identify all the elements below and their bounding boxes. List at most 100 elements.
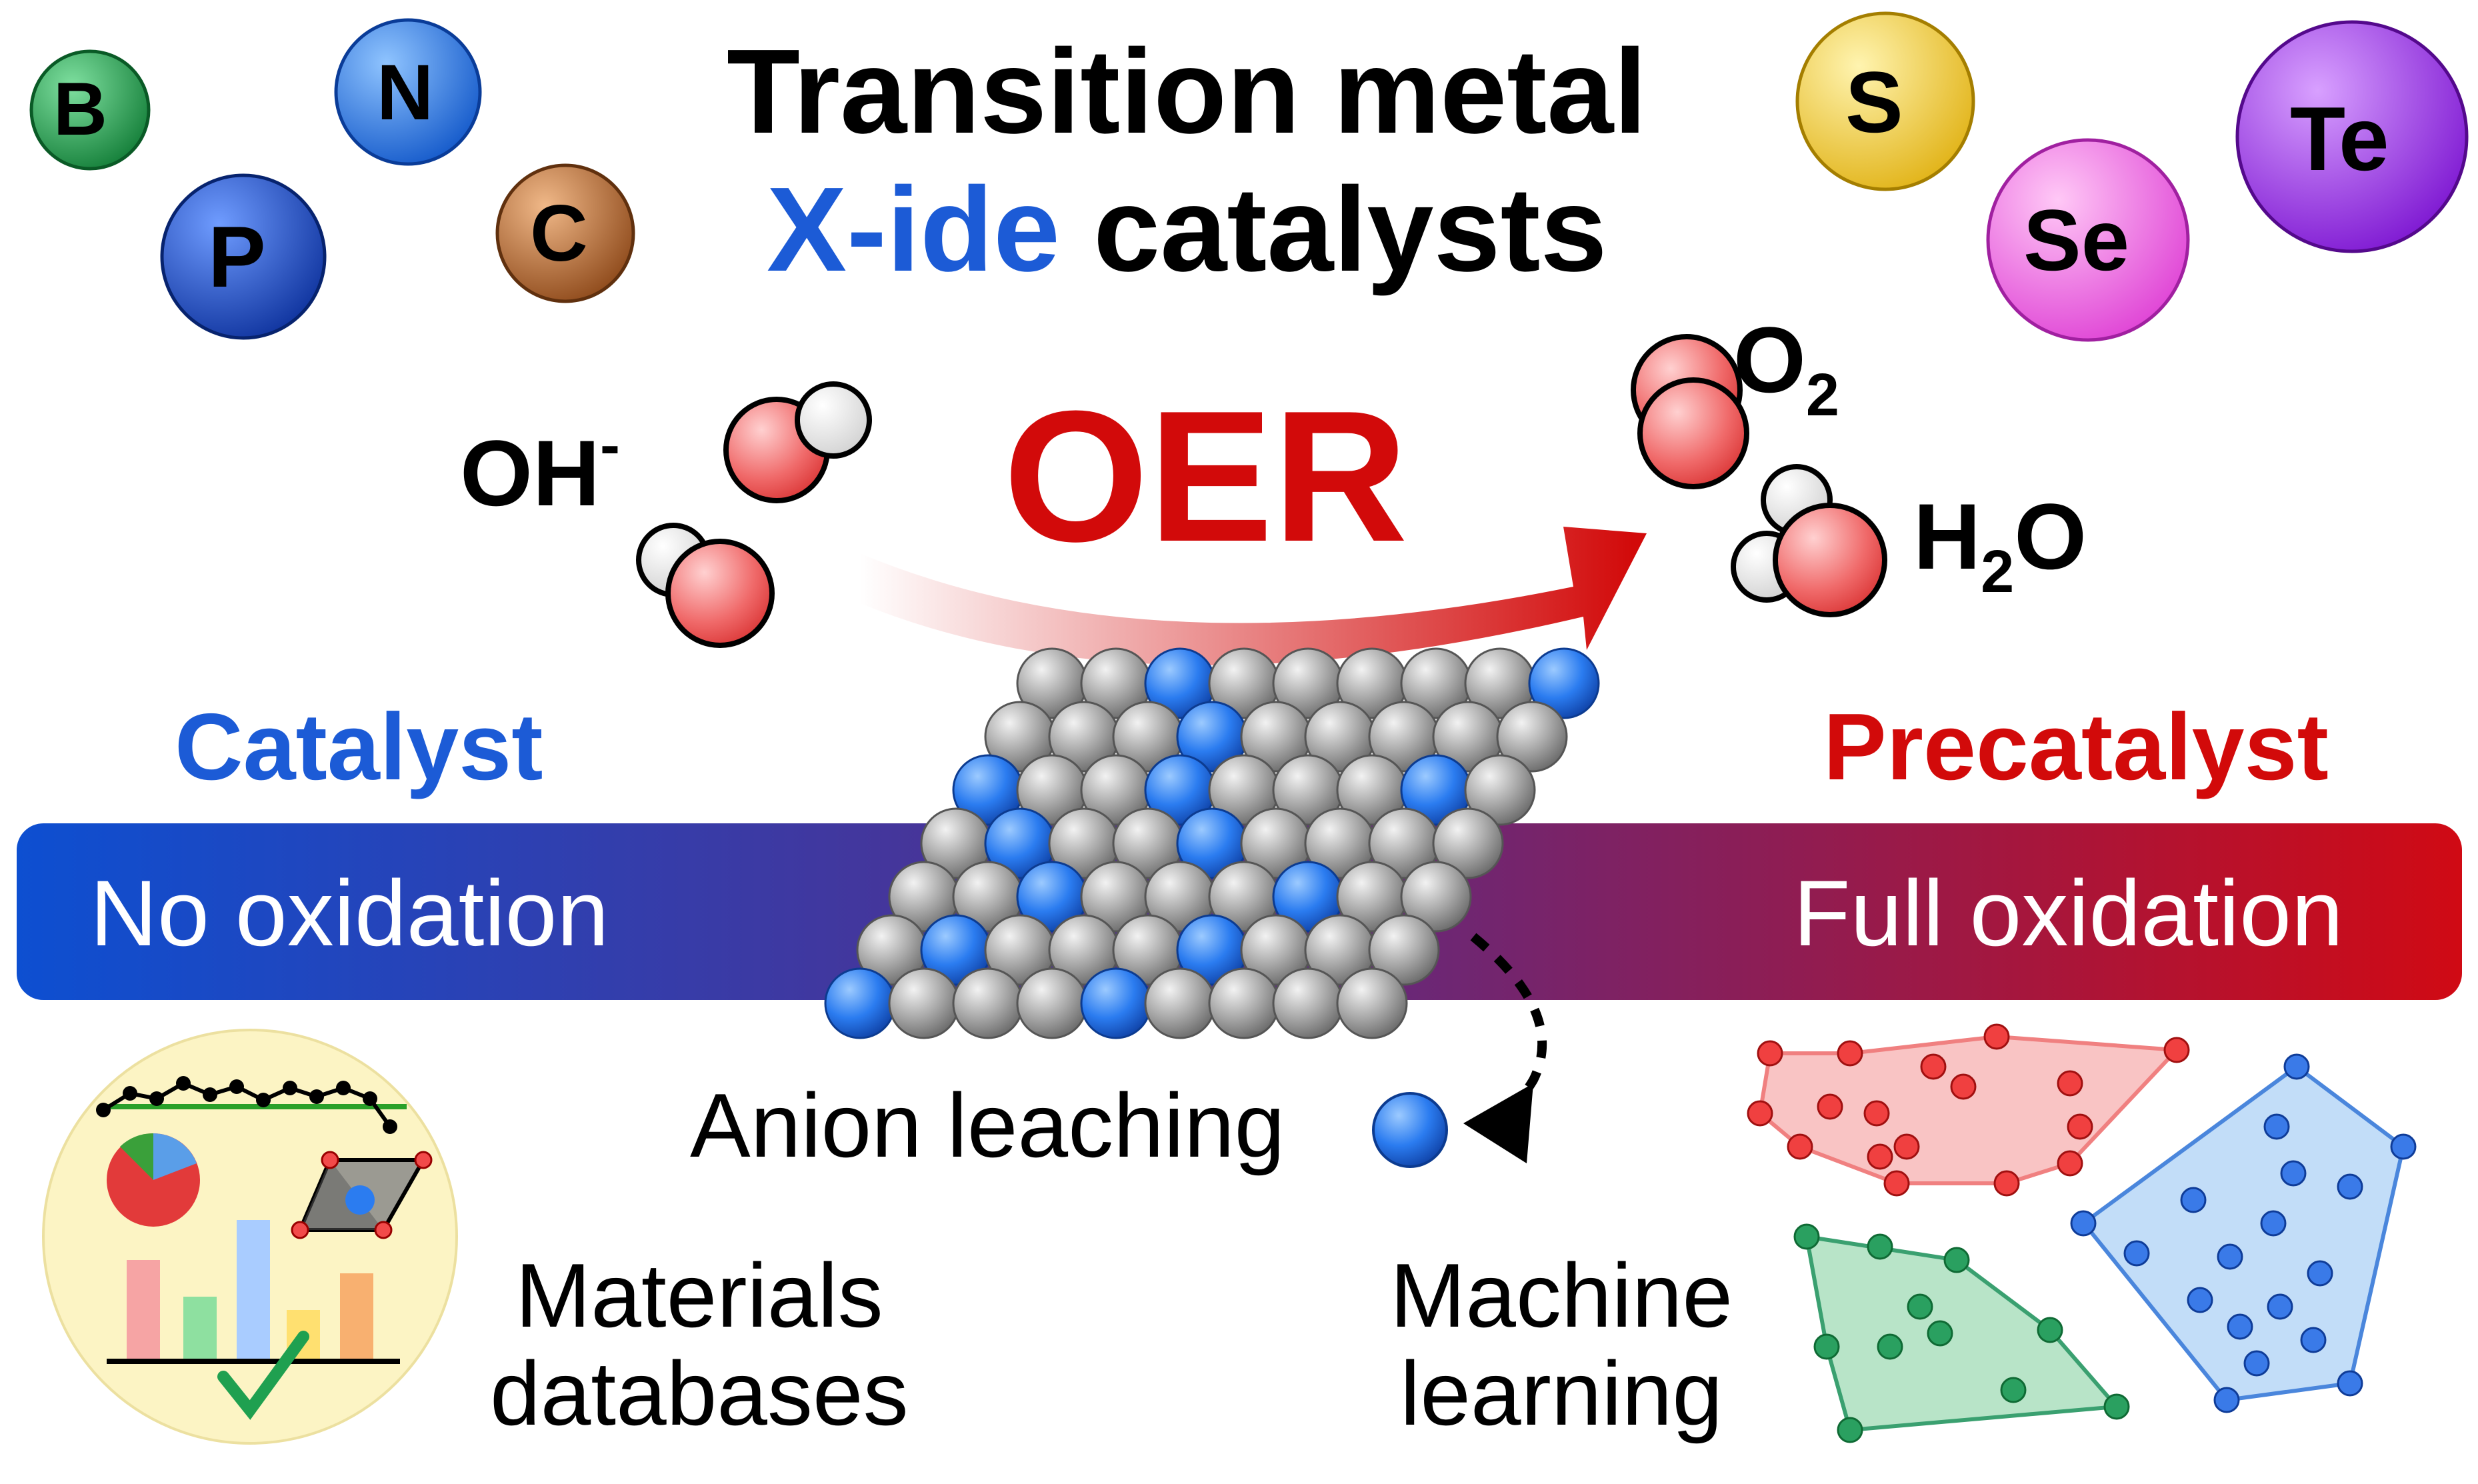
- cluster-point: [1927, 1320, 1953, 1347]
- cluster-point: [1863, 1100, 1890, 1127]
- metal-atom: [1496, 701, 1568, 773]
- no-oxidation-label: No oxidation: [90, 861, 609, 965]
- element-spheres: [29, 11, 2469, 342]
- cluster-point: [1837, 1040, 1863, 1067]
- oer-label: OER: [1003, 373, 1408, 581]
- cluster-point: [1943, 1247, 1970, 1273]
- cluster-point: [1877, 1333, 1903, 1360]
- materials-database-icon: [42, 1029, 458, 1445]
- cluster-point: [2263, 1113, 2290, 1140]
- cluster-point: [2123, 1240, 2150, 1267]
- cluster-point: [2260, 1210, 2287, 1237]
- cluster-point: [1907, 1293, 1933, 1320]
- cluster-point: [2067, 1113, 2093, 1140]
- cluster-point: [1747, 1100, 1773, 1127]
- cluster-point: [1950, 1073, 1977, 1100]
- anion-leaching-label: Anion leaching: [690, 1075, 1285, 1176]
- oxygen-subscript: 2: [1805, 362, 1839, 429]
- anion-atom: [1080, 967, 1152, 1039]
- cluster-point: [1867, 1233, 1893, 1260]
- cluster-point: [2217, 1243, 2243, 1270]
- catalyst-heading: Catalyst: [175, 694, 543, 800]
- cluster-point: [1867, 1143, 1893, 1170]
- cluster-point: [2300, 1327, 2327, 1353]
- title-line-1: Transition metal: [727, 25, 1647, 159]
- element-s-label: S: [1845, 53, 1903, 151]
- element-s-sphere: [1795, 11, 1975, 191]
- metal-atom: [1016, 967, 1088, 1039]
- machine-line: Machine: [1390, 1245, 1733, 1346]
- databases-line: databases: [490, 1342, 909, 1444]
- title-line-2: X-ide catalysts: [767, 170, 1607, 290]
- cluster-point: [2103, 1393, 2130, 1420]
- metal-atom: [1336, 967, 1408, 1039]
- cluster-blue: [2080, 1064, 2406, 1403]
- metal-atom: [1400, 861, 1472, 933]
- cluster-point: [1920, 1053, 1947, 1080]
- title-catalysts: catalysts: [1093, 163, 1607, 297]
- element-n-label: N: [377, 49, 434, 137]
- metal-atom: [1208, 967, 1280, 1039]
- hydroxide-formula: OH: [460, 421, 600, 525]
- cluster-point: [2163, 1037, 2190, 1063]
- metal-atom: [1432, 807, 1504, 879]
- anion-atom: [1528, 647, 1600, 719]
- cluster-point: [1813, 1333, 1840, 1360]
- metal-atom: [952, 967, 1024, 1039]
- cluster-point: [2037, 1317, 2063, 1343]
- metal-atom: [1368, 914, 1440, 986]
- oxygen-atom: [665, 539, 775, 648]
- cluster-point: [2180, 1187, 2207, 1213]
- element-p-sphere: [160, 173, 327, 340]
- metal-atom: [1144, 967, 1216, 1039]
- cluster-point: [2227, 1313, 2253, 1340]
- oxygen-atom: [1637, 377, 1749, 489]
- cluster-point: [1837, 1417, 1863, 1443]
- cluster-point: [2280, 1160, 2307, 1187]
- water-o: O: [2014, 484, 2087, 589]
- machine-learning-label: Machine learning: [1390, 1247, 1733, 1443]
- cluster-point: [2187, 1287, 2213, 1313]
- element-te-label: Te: [2290, 88, 2389, 189]
- element-c-label: C: [530, 189, 588, 278]
- metal-atom: [1272, 967, 1344, 1039]
- metal-atom: [1464, 754, 1536, 826]
- learning-line: learning: [1400, 1342, 1723, 1444]
- metal-atom: [888, 967, 960, 1039]
- water-label: H2O: [1913, 490, 2087, 603]
- cluster-point: [1983, 1023, 2010, 1050]
- product-molecules: [1631, 334, 1887, 617]
- element-n-sphere: [334, 18, 482, 166]
- anion-atom: [824, 967, 896, 1039]
- element-b-sphere: [29, 49, 151, 171]
- element-se-sphere: [1986, 138, 2190, 342]
- cluster-point: [2000, 1377, 2027, 1403]
- cluster-point: [1793, 1223, 1820, 1250]
- materials-line: Materials: [515, 1245, 883, 1346]
- cluster-point: [1817, 1093, 1843, 1120]
- leached-anion: [1372, 1092, 1448, 1168]
- cluster-point: [2267, 1293, 2293, 1320]
- oer-arrow: [860, 527, 1647, 665]
- cluster-point: [2070, 1210, 2097, 1237]
- cluster-point: [2337, 1370, 2363, 1397]
- cluster-point: [2213, 1387, 2240, 1413]
- cluster-point: [2057, 1150, 2083, 1177]
- oxygen-atom: [1773, 503, 1887, 617]
- cluster-point: [2307, 1260, 2333, 1287]
- oxygen-formula: O: [1733, 307, 1806, 412]
- precatalyst-heading: Precatalyst: [1823, 694, 2329, 800]
- cluster-point: [1993, 1170, 2020, 1197]
- hydroxide-molecules: [636, 381, 872, 648]
- hydrogen-atom: [795, 381, 872, 459]
- cluster-point: [1787, 1133, 1813, 1160]
- water-subscript: 2: [1981, 539, 2015, 605]
- element-c-sphere: [495, 163, 635, 303]
- cluster-point: [2390, 1133, 2417, 1160]
- atomic-lattice: [824, 647, 1600, 1039]
- element-p-label: P: [208, 208, 266, 305]
- materials-databases-label: Materials databases: [490, 1247, 909, 1443]
- element-se-label: Se: [2023, 191, 2130, 289]
- oxygen-label: O2: [1733, 313, 1839, 426]
